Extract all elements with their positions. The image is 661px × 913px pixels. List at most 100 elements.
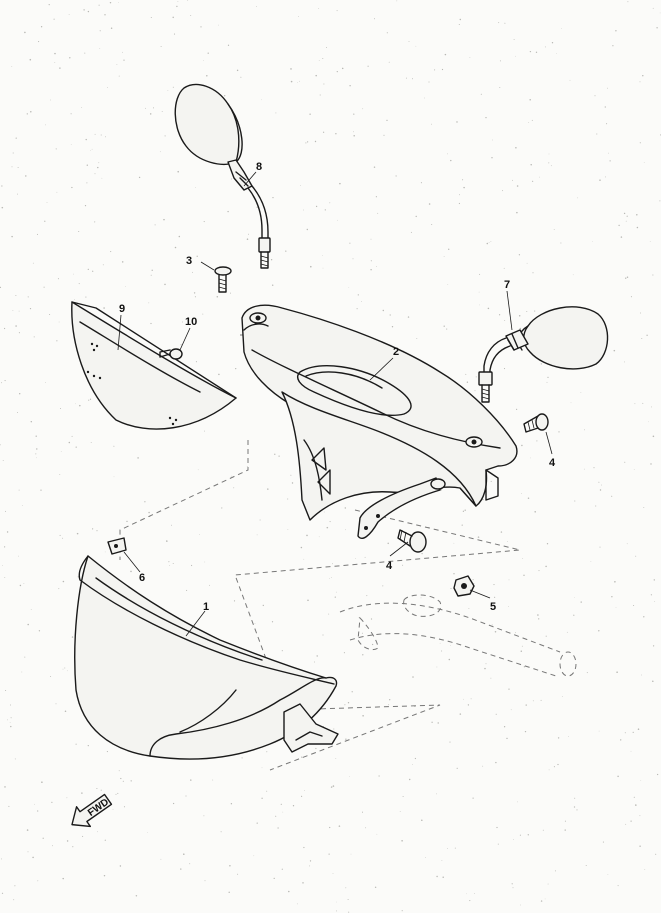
paper-speck bbox=[246, 238, 249, 240]
left-cover-panel[interactable] bbox=[71, 301, 237, 430]
paper-speck bbox=[469, 57, 471, 58]
paper-speck bbox=[36, 233, 39, 235]
front-cover[interactable] bbox=[74, 555, 339, 760]
paper-speck bbox=[627, 1, 629, 3]
paper-speck bbox=[277, 827, 279, 829]
paper-speck bbox=[420, 182, 422, 184]
paper-speck bbox=[322, 131, 325, 133]
paper-speck bbox=[453, 573, 455, 575]
paper-speck bbox=[553, 229, 555, 230]
paper-speck bbox=[341, 67, 344, 70]
paper-speck bbox=[305, 142, 307, 144]
paper-speck bbox=[347, 702, 350, 704]
bolt-part-4-right[interactable] bbox=[523, 413, 549, 433]
paper-speck bbox=[495, 761, 497, 764]
paper-speck bbox=[100, 789, 102, 791]
paper-speck bbox=[309, 113, 311, 115]
paper-speck bbox=[103, 874, 106, 877]
paper-speck bbox=[18, 555, 19, 557]
paper-speck bbox=[376, 266, 377, 267]
paper-speck bbox=[261, 797, 263, 799]
paper-speck bbox=[355, 558, 356, 560]
paper-speck bbox=[25, 175, 27, 177]
left-mirror[interactable] bbox=[174, 83, 271, 269]
paper-speck bbox=[475, 376, 477, 378]
paper-speck bbox=[315, 205, 318, 208]
paper-speck bbox=[580, 392, 582, 393]
paper-speck bbox=[46, 202, 48, 203]
paper-speck bbox=[329, 578, 330, 579]
part-label-1: 1 bbox=[203, 601, 209, 613]
paper-speck bbox=[607, 87, 608, 89]
paper-speck bbox=[504, 319, 506, 321]
paper-speck bbox=[648, 421, 649, 423]
paper-speck bbox=[109, 1, 112, 4]
paper-speck bbox=[329, 521, 331, 523]
paper-speck bbox=[500, 531, 503, 533]
paper-speck bbox=[461, 524, 463, 526]
paper-speck bbox=[365, 827, 367, 829]
paper-speck bbox=[538, 570, 540, 572]
paper-speck bbox=[180, 344, 182, 346]
paper-speck bbox=[361, 811, 364, 813]
right-mirror[interactable] bbox=[478, 306, 609, 403]
paper-speck bbox=[515, 146, 517, 149]
bolt-part-4-lower[interactable] bbox=[397, 529, 427, 553]
paper-speck bbox=[415, 45, 417, 47]
paper-speck bbox=[334, 596, 336, 598]
paper-speck bbox=[503, 368, 506, 370]
part-labels: 8 3 9 10 2 7 4 4 5 6 1 bbox=[119, 161, 556, 613]
paper-speck bbox=[477, 536, 480, 538]
paper-speck bbox=[528, 122, 530, 123]
paper-speck bbox=[60, 408, 61, 409]
paper-speck bbox=[529, 99, 531, 101]
paper-speck bbox=[150, 16, 152, 19]
paper-speck bbox=[59, 473, 61, 475]
paper-speck bbox=[8, 805, 10, 807]
paper-speck bbox=[104, 14, 106, 16]
paper-speck bbox=[534, 310, 536, 312]
paper-speck bbox=[611, 596, 613, 598]
paper-speck bbox=[596, 133, 598, 135]
paper-speck bbox=[523, 574, 525, 577]
paper-speck bbox=[408, 41, 410, 43]
paper-speck bbox=[625, 277, 627, 279]
paper-speck bbox=[336, 71, 338, 73]
paper-speck bbox=[97, 831, 98, 833]
clip-part-6[interactable] bbox=[107, 537, 127, 555]
paper-speck bbox=[333, 728, 335, 730]
paper-speck bbox=[466, 893, 467, 895]
paper-speck bbox=[624, 732, 626, 734]
paper-speck bbox=[512, 887, 514, 889]
paper-speck bbox=[173, 33, 176, 35]
paper-speck bbox=[216, 295, 219, 298]
paper-speck bbox=[186, 589, 188, 591]
paper-speck bbox=[12, 310, 14, 311]
screw-part-10[interactable] bbox=[159, 348, 183, 360]
paper-speck bbox=[352, 258, 354, 260]
paper-speck bbox=[5, 510, 6, 512]
paper-speck bbox=[421, 552, 423, 555]
paper-speck bbox=[357, 294, 359, 296]
paper-speck bbox=[399, 810, 401, 812]
nut-part-5[interactable] bbox=[453, 575, 475, 597]
bracket[interactable] bbox=[357, 477, 446, 540]
paper-speck bbox=[485, 116, 487, 119]
paper-speck bbox=[290, 68, 292, 70]
paper-speck bbox=[652, 435, 655, 438]
paper-speck bbox=[174, 246, 177, 249]
paper-speck bbox=[78, 230, 80, 233]
paper-speck bbox=[529, 457, 531, 459]
paper-speck bbox=[150, 274, 152, 276]
paper-speck bbox=[642, 74, 644, 77]
paper-speck bbox=[256, 6, 257, 7]
screw-part-3[interactable] bbox=[214, 266, 232, 293]
paper-speck bbox=[106, 751, 108, 753]
paper-speck bbox=[441, 650, 443, 652]
paper-speck bbox=[536, 440, 538, 442]
paper-speck bbox=[323, 511, 325, 513]
paper-speck bbox=[479, 273, 481, 275]
paper-speck bbox=[545, 635, 547, 637]
paper-speck bbox=[650, 594, 653, 596]
paper-speck bbox=[35, 435, 37, 437]
